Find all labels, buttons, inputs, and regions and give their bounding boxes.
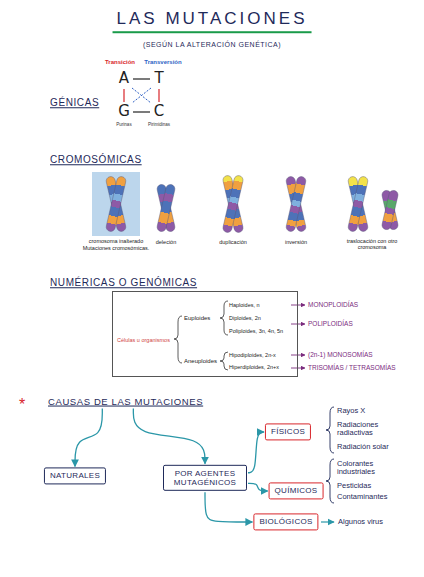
category-label: Euploides <box>184 315 210 322</box>
chromatid <box>347 176 368 233</box>
cause-box: NATURALES <box>44 467 106 484</box>
list-item: Pesticidas <box>337 482 371 490</box>
node-text: FÍSICOS <box>271 427 305 436</box>
bullet-star: * <box>19 396 25 414</box>
agent-box: QUÍMICOS <box>269 482 324 499</box>
bond-line <box>133 78 150 79</box>
legend-word: Transversión <box>144 59 181 66</box>
handwritten-note: MONOPLOIDÍAS <box>308 301 358 308</box>
type-label: Hiperdiploides, 2n+x <box>229 364 279 370</box>
chromosome <box>347 176 368 233</box>
connector-arrow <box>248 483 268 491</box>
list-item: Algunos virus <box>338 518 383 526</box>
chromatid <box>222 175 244 234</box>
base-letter: A <box>119 70 129 87</box>
cause-box: POR AGENTES MUTAGÉNICOS <box>163 465 247 491</box>
arrow-to-list <box>321 521 334 522</box>
curly-bracket <box>220 352 228 370</box>
chromatid <box>381 190 399 231</box>
node-text: CAUSAS DE LAS MUTACIONES <box>48 397 203 408</box>
list-item: Colorantes industriales <box>337 460 401 477</box>
type-label: Diploides, 2n <box>229 315 261 321</box>
connector-arrow <box>248 432 264 473</box>
section-heading: CROMOSÓMICAS <box>50 154 142 166</box>
connector-arrow <box>75 408 102 466</box>
group-label: Pirimidinas <box>148 122 170 127</box>
section-heading: CAUSAS DE LAS MUTACIONES <box>48 397 203 408</box>
base-letter: C <box>154 103 164 120</box>
node-text: Células u organismos <box>117 337 170 343</box>
chromatid <box>347 176 368 233</box>
section-heading: GÉNICAS <box>50 97 99 109</box>
chromosome <box>285 176 306 233</box>
list-item: Radiación solar <box>337 443 389 451</box>
transversion-line <box>132 88 151 103</box>
chromatid <box>222 175 244 234</box>
agent-box: FÍSICOS <box>265 423 311 440</box>
list-brackets <box>326 407 334 503</box>
node-text: BIOLÓGICOS <box>259 517 312 526</box>
brackets <box>174 301 228 370</box>
chromatid <box>105 176 126 233</box>
figure-caption: cromosoma inalterado <box>89 238 143 244</box>
annotation-arrow <box>291 355 305 356</box>
annotation-arrow <box>291 305 305 306</box>
category-label: Aneuploides <box>184 358 217 365</box>
section-heading: NUMÉRICAS O GENÓMICAS <box>50 277 197 289</box>
type-label: Poliploides, 3n, 4n, 5n <box>229 328 283 334</box>
curly-bracket <box>174 316 182 363</box>
curly-bracket <box>326 407 334 453</box>
type-label: Haploides, n <box>229 302 260 308</box>
chromosome <box>105 176 126 233</box>
handwritten-note: (2n-1) MONOSOMÍAS <box>308 351 373 358</box>
type-label: Hipodiploides, 2n-x <box>229 352 276 358</box>
curly-bracket <box>220 301 228 335</box>
node-text: QUÍMICOS <box>275 486 318 495</box>
bond-line <box>133 111 150 112</box>
subtitle: (SEGÚN LA ALTERACIÓN GENÉTICA) <box>143 41 281 49</box>
chromatid <box>156 184 176 233</box>
connector-arrow <box>133 408 205 463</box>
chromosome-figures <box>105 175 399 234</box>
figure-caption: duplicación <box>219 239 247 245</box>
figure-caption: inversión <box>285 239 307 245</box>
handwritten-note: POLIPLOIDÍAS <box>308 320 353 327</box>
chromosome-backdrop <box>92 172 140 236</box>
annotation-arrow <box>291 324 305 325</box>
list-item: Rayos X <box>337 407 365 415</box>
list-item: Contaminantes <box>337 493 387 501</box>
legend-word: Transición <box>105 59 135 66</box>
curly-bracket <box>326 459 334 503</box>
handwritten-note: TRISOMÍAS / TETRASOMÍAS <box>308 364 396 371</box>
annotation-arrows <box>291 305 305 368</box>
agent-box: BIOLÓGICOS <box>253 513 318 530</box>
transition-line <box>123 89 124 102</box>
chromatid <box>285 176 306 233</box>
chromosome <box>222 175 244 234</box>
chromatid <box>105 176 126 233</box>
transition-line <box>158 89 159 102</box>
annotation-arrow <box>291 368 305 369</box>
chromatid <box>156 184 176 233</box>
connector-arrow <box>205 492 252 522</box>
base-letter: G <box>118 103 130 120</box>
classification-box: Células u organismos <box>112 291 298 377</box>
figure-caption: traslocación con otro cromosoma <box>336 238 408 250</box>
page-title: LAS MUTACIONES <box>113 9 312 33</box>
chromatid <box>381 190 399 231</box>
transversion-line <box>132 88 151 103</box>
group-label: Purinas <box>116 122 131 127</box>
figure-caption: Mutaciones cromosómicas. <box>83 245 150 251</box>
node-text: POR AGENTES MUTAGÉNICOS <box>169 469 241 487</box>
chromosome <box>381 190 399 231</box>
chromosome <box>156 184 176 233</box>
chromatid <box>285 176 306 233</box>
node-text: NATURALES <box>50 471 100 480</box>
figure-caption: deleción <box>156 239 177 245</box>
base-letter: T <box>154 70 163 87</box>
list-item: Radiaciones radiactivas <box>337 421 401 438</box>
